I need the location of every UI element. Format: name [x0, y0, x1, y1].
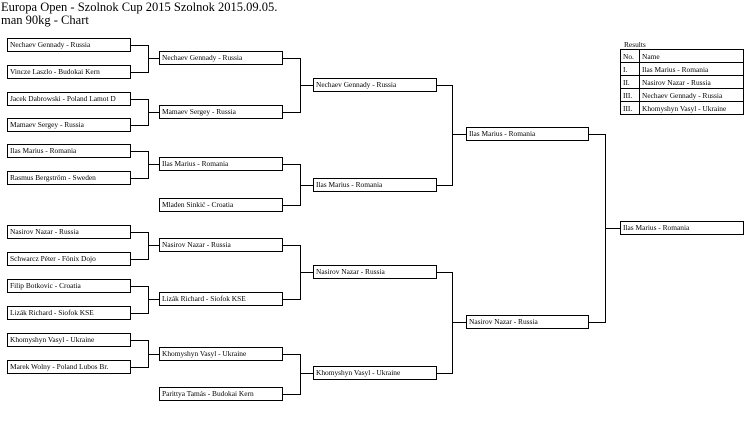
round1-entry-5: Ilas Marius - Romania [7, 144, 131, 158]
results-header-place: No. [620, 49, 640, 63]
round1-entry-10: Lizák Richard - Siofok KSE [7, 306, 131, 320]
round2-entry-7: Khomyshyn Vasyl - Ukraine [159, 347, 283, 361]
round2-entry-6: Lizák Richard - Siofok KSE [159, 292, 283, 306]
results-place: III. [620, 101, 640, 115]
final-winner: Ilas Marius - Romania [620, 221, 744, 235]
results-place: III. [620, 88, 640, 102]
results-table: No. Name I. Ilas Marius - Romania II. Na… [620, 49, 744, 115]
round2-entry-4: Mladen Sinkić - Croatia [159, 198, 283, 212]
round1-entry-12: Marek Wolny - Poland Lubos Br. [7, 360, 131, 374]
round1-entry-6: Rasmus Bergström - Sweden [7, 171, 131, 185]
round2-entry-8: Parittya Tamás - Budokai Kern [159, 387, 283, 401]
round1-entry-11: Khomyshyn Vasyl - Ukraine [7, 333, 131, 347]
results-header-name: Name [639, 49, 744, 63]
results-name: Ilas Marius - Romania [639, 62, 744, 76]
round1-entry-7: Nasirov Nazar - Russia [7, 225, 131, 239]
results-place: II. [620, 75, 640, 89]
round1-entry-9: Filip Botkovic - Croatia [7, 279, 131, 293]
round2-entry-5: Nasirov Nazar - Russia [159, 238, 283, 252]
results-row: III. Khomyshyn Vasyl - Ukraine [620, 101, 744, 115]
category-title: man 90kg - Chart [1, 13, 89, 27]
round2-entry-1: Nechaev Gennady - Russia [159, 51, 283, 65]
round1-entry-8: Schwarcz Péter - Fönix Dojo [7, 252, 131, 266]
results-name: Nechaev Gennady - Russia [639, 88, 744, 102]
round3-entry-2: Ilas Marius - Romania [313, 178, 437, 192]
results-row: III. Nechaev Gennady - Russia [620, 88, 744, 102]
results-name: Nasirov Nazar - Russia [639, 75, 744, 89]
round3-entry-1: Nechaev Gennady - Russia [313, 78, 437, 92]
round3-entry-4: Khomyshyn Vasyl - Ukraine [313, 366, 437, 380]
semifinal-winner-1: Ilas Marius - Romania [466, 127, 589, 141]
round1-entry-2: Vincze Laszlo - Budokai Kern [7, 65, 131, 79]
round1-entry-4: Mamaev Sergey - Russia [7, 118, 131, 132]
results-header-row: No. Name [620, 49, 744, 63]
results-row: II. Nasirov Nazar - Russia [620, 75, 744, 89]
round1-entry-3: Jacek Dabrowski - Poland Lamot D [7, 92, 131, 106]
semifinal-winner-2: Nasirov Nazar - Russia [466, 315, 589, 329]
results-name: Khomyshyn Vasyl - Ukraine [639, 101, 744, 115]
results-place: I. [620, 62, 640, 76]
results-title: Results [624, 40, 646, 49]
results-panel: Results No. Name I. Ilas Marius - Romani… [620, 40, 744, 115]
round1-entry-1: Nechaev Gennady - Russia [7, 38, 131, 52]
results-row: I. Ilas Marius - Romania [620, 62, 744, 76]
event-title: Europa Open - Szolnok Cup 2015 Szolnok 2… [1, 0, 278, 14]
round2-entry-3: Ilas Marius - Romania [159, 157, 283, 171]
round2-entry-2: Mamaev Sergey - Russia [159, 105, 283, 119]
round3-entry-3: Nasirov Nazar - Russia [313, 265, 437, 279]
